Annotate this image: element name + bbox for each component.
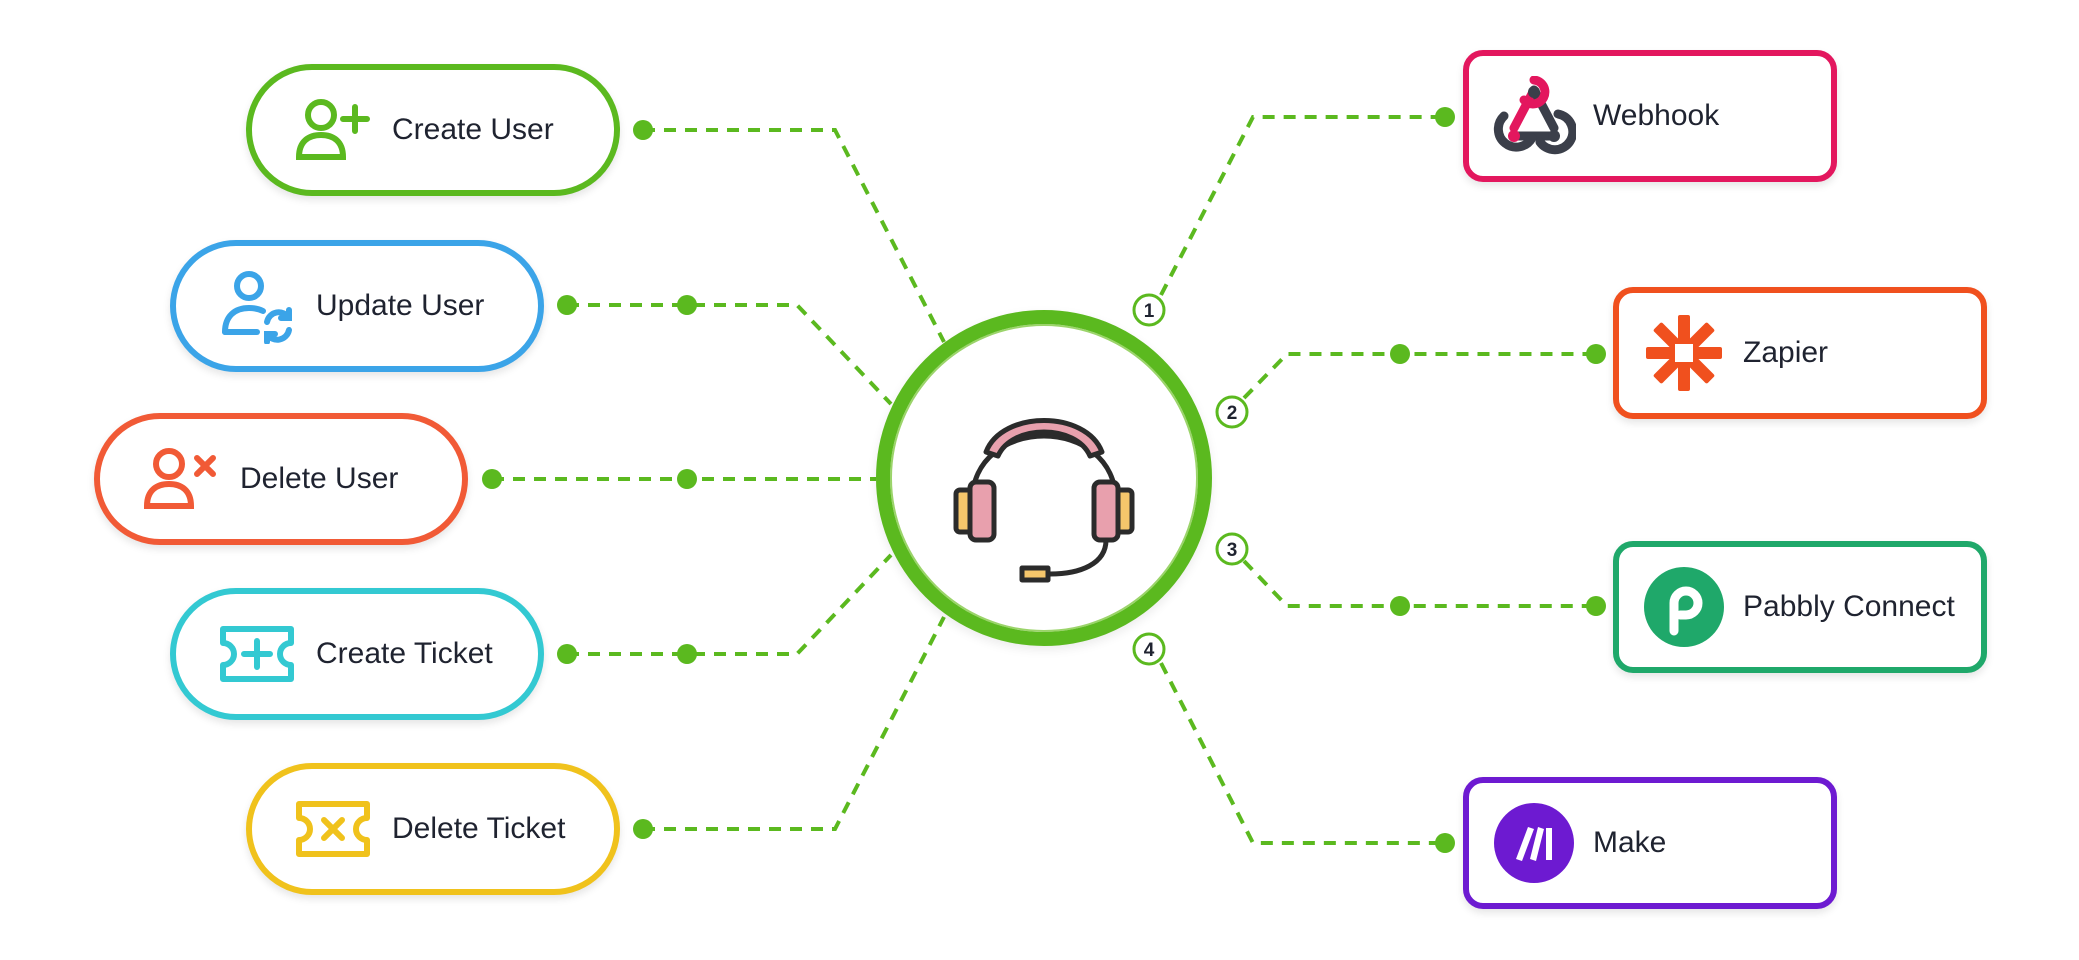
badge-number: 1 <box>1144 301 1155 322</box>
user-remove-icon <box>138 436 224 522</box>
connector-update-user <box>567 303 893 406</box>
badge-number: 3 <box>1227 540 1238 561</box>
user-sync-icon <box>214 263 300 349</box>
connector-make <box>1159 662 1445 845</box>
action-create-user[interactable]: Create User <box>246 64 620 196</box>
make-icon <box>1491 800 1577 886</box>
connector-delete-ticket <box>643 616 946 831</box>
connector-dot <box>1435 107 1455 127</box>
action-update-user[interactable]: Update User <box>170 240 544 372</box>
connector-dot <box>557 644 577 664</box>
platform-webhook[interactable]: Webhook <box>1463 50 1837 182</box>
action-delete-user[interactable]: Delete User <box>94 413 468 545</box>
connector-dot <box>677 295 697 315</box>
action-label: Delete User <box>240 462 399 495</box>
badge-2: 2 <box>1215 395 1249 429</box>
user-plus-icon <box>290 87 376 173</box>
platform-zapier[interactable]: Zapier <box>1613 287 1987 419</box>
badge-number: 2 <box>1227 403 1238 424</box>
webhook-icon <box>1491 73 1577 159</box>
action-delete-ticket[interactable]: Delete Ticket <box>246 763 620 895</box>
platform-label: Zapier <box>1743 336 1829 369</box>
action-label: Update User <box>316 289 485 322</box>
connector-create-user <box>643 128 946 343</box>
badge-4: 4 <box>1132 632 1166 666</box>
action-label: Create User <box>392 113 554 146</box>
zapier-icon <box>1641 310 1727 396</box>
platform-label: Make <box>1593 826 1667 859</box>
badge-1: 1 <box>1132 293 1166 327</box>
connector-dot <box>677 469 697 489</box>
ticket-remove-icon <box>290 786 376 872</box>
platform-make[interactable]: Make <box>1463 777 1837 909</box>
platform-label: Webhook <box>1593 99 1720 132</box>
pabbly-icon <box>1641 564 1727 650</box>
connector-dot <box>677 644 697 664</box>
connector-dot <box>633 819 653 839</box>
connector-dot <box>1390 596 1410 616</box>
headset-icon <box>953 418 1135 583</box>
connector-dot <box>1435 833 1455 853</box>
action-label: Create Ticket <box>316 637 493 670</box>
connector-zapier <box>1242 352 1596 400</box>
connector-pabbly <box>1242 559 1596 608</box>
badge-number: 4 <box>1144 640 1155 661</box>
badge-3: 3 <box>1215 532 1249 566</box>
action-label: Delete Ticket <box>392 812 566 845</box>
connector-dot <box>1586 596 1606 616</box>
connector-create-ticket <box>567 553 893 656</box>
ticket-plus-icon <box>214 611 300 697</box>
platform-pabbly-connect[interactable]: Pabbly Connect <box>1613 541 1987 673</box>
platform-label: Pabbly Connect <box>1743 590 1955 623</box>
connector-dot <box>482 469 502 489</box>
support-hub <box>876 310 1212 646</box>
connector-dot <box>1586 344 1606 364</box>
action-create-ticket[interactable]: Create Ticket <box>170 588 544 720</box>
connector-webhook <box>1159 115 1445 296</box>
connector-dot <box>1390 344 1410 364</box>
connector-dot <box>633 120 653 140</box>
connector-dot <box>557 295 577 315</box>
